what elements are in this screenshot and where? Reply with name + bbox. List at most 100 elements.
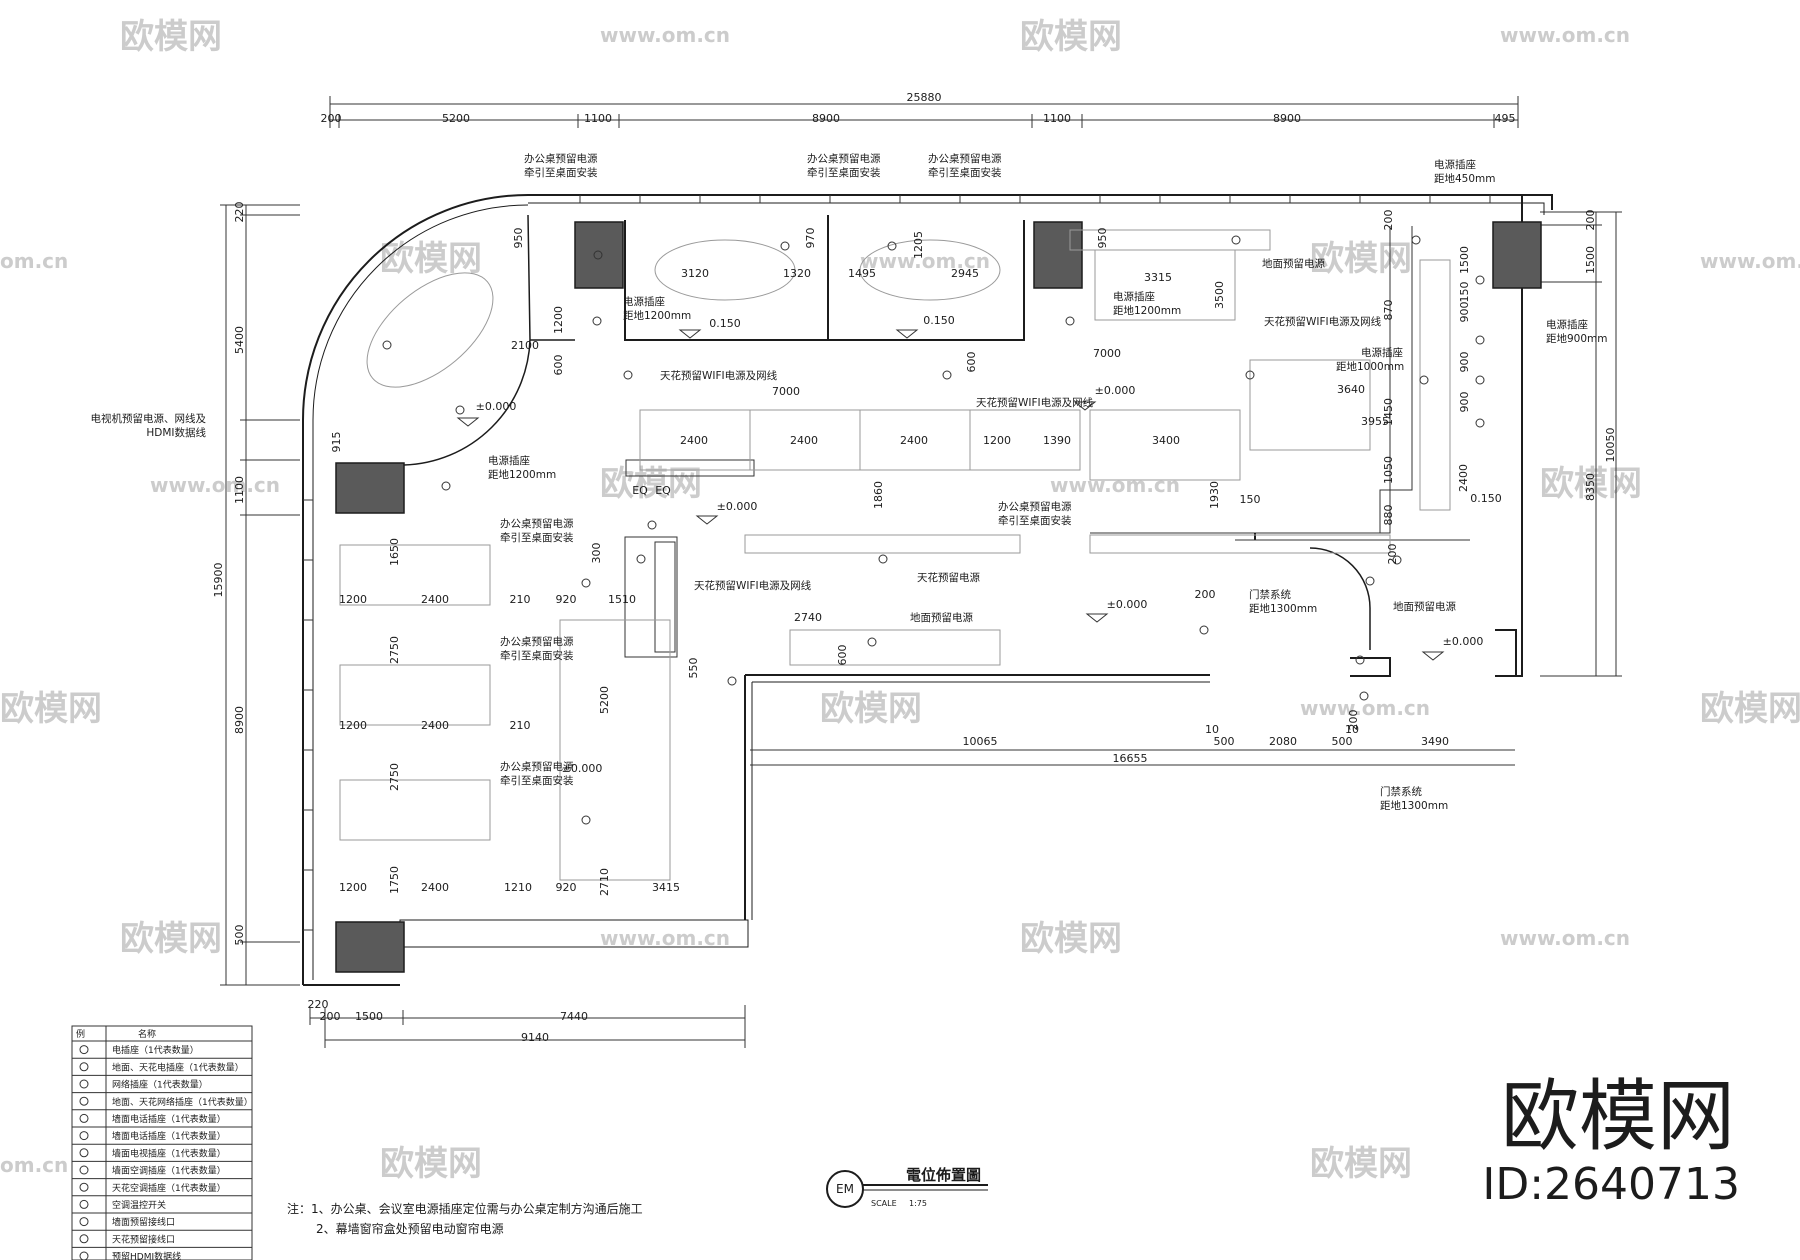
desk-power-note: 办公桌预留电源 (807, 152, 881, 165)
watermark-brand: 欧模网 (820, 689, 922, 729)
watermark-brand: 欧模网 (1020, 919, 1122, 959)
dim-inner: 3955 (1361, 415, 1389, 428)
desk-power-note: 办公桌预留电源 (998, 500, 1072, 513)
socket-note: 距地900mm (1546, 332, 1608, 345)
bottom-dimensions: 220 200 1500 7440 9140 (308, 998, 746, 1048)
dim-top-seg: 1100 (584, 112, 612, 125)
dim-left-seg: 500 (233, 925, 246, 946)
dim-bottom-seg: 1500 (355, 1010, 383, 1023)
dim-inner: 2400 (421, 719, 449, 732)
legend-symbol-icon (79, 1096, 89, 1106)
socket-note: 电源插座 (1434, 158, 1476, 171)
level-mark: ±0.000 (1107, 598, 1148, 611)
watermark-brand: 欧模网 (1310, 1144, 1412, 1184)
desk-power-note: 牵引至桌面安装 (807, 166, 881, 179)
dim-inner: 1450 (1382, 398, 1395, 426)
floor-power-note: 地面预留电源 (910, 611, 973, 624)
dim-inner: 7000 (1093, 347, 1121, 360)
legend-symbol-icon (79, 1131, 89, 1141)
dim-inner: 300 (590, 543, 603, 564)
dim-inner: 2080 (1269, 735, 1297, 748)
dim-inner: 7000 (772, 385, 800, 398)
dim-inner: 3500 (1213, 281, 1226, 309)
desk-power-note: 牵引至桌面安装 (524, 166, 598, 179)
dim-inner: 2100 (511, 339, 539, 352)
watermark-url: www.om.cn (1500, 926, 1630, 950)
wifi-note: 天花预留WIFI电源及网线 (976, 396, 1094, 409)
legend-symbol-icon (79, 1148, 89, 1158)
dim-inner: 3415 (652, 881, 680, 894)
dim-inner: 1750 (388, 866, 401, 894)
legend-row-label: 墙面电话插座（1代表数量） (112, 1113, 226, 1125)
dim-bottom-seg: 200 (320, 1010, 341, 1023)
notes: 注：1、办公桌、会议室电源插座定位需与办公桌定制方沟通后施工 2、幕墙窗帘盒处预… (287, 1201, 643, 1236)
dim-inner: 1200 (552, 306, 565, 334)
dim-inner: 1650 (388, 538, 401, 566)
legend-header: 名称 (138, 1028, 156, 1040)
eq-mark: EQ (632, 484, 648, 497)
scale-label: SCALE (871, 1199, 897, 1208)
legend-row-label: 电插座（1代表数量） (112, 1044, 199, 1056)
legend-row-label: 网络插座（1代表数量） (112, 1079, 208, 1091)
dim-inner: 920 (556, 881, 577, 894)
dim-right-seg: 8350 (1584, 473, 1597, 501)
legend-row-label: 天花空调插座（1代表数量） (112, 1182, 226, 1194)
watermark-brand: 欧模网 (1310, 239, 1412, 279)
tv-power-note: 电视机预留电源、网线及 (91, 412, 207, 425)
dim-top-seg: 8900 (812, 112, 840, 125)
desk-power-note: 牵引至桌面安装 (500, 531, 574, 544)
legend-row-label: 空调温控开关 (112, 1199, 166, 1211)
watermark-brand: 欧模网 (120, 919, 222, 959)
legend-symbol-icon (79, 1199, 89, 1209)
dim-top-seg: 1100 (1043, 112, 1071, 125)
dim-inner: 10065 (963, 735, 998, 748)
dim-inner: 600 (836, 645, 849, 666)
dim-inner: 1050 (1382, 456, 1395, 484)
dim-inner: 2400 (1457, 464, 1470, 492)
dim-inner: 3315 (1144, 271, 1172, 284)
slab-level: 0.150 (923, 314, 955, 327)
dim-inner: 920 (556, 593, 577, 606)
dim-inner: 150 (1240, 493, 1261, 506)
wifi-note: 天花预留WIFI电源及网线 (660, 369, 778, 382)
dim-inner: 600 (965, 352, 978, 373)
wifi-note: 天花预留WIFI电源及网线 (694, 579, 812, 592)
access-note: 距地1300mm (1249, 602, 1317, 615)
legend-symbol-icon (79, 1217, 89, 1227)
dim-left-seg: 220 (233, 202, 246, 223)
note-line: 注：1、办公桌、会议室电源插座定位需与办公桌定制方沟通后施工 (287, 1201, 643, 1216)
dim-inner: 150 (1458, 282, 1471, 303)
socket-note: 电源插座 (488, 454, 530, 467)
legend-row-label: 墙面电话插座（1代表数量） (112, 1130, 226, 1142)
watermark-brand: 欧模网 (1700, 689, 1800, 729)
watermark-url: www.om.cn (600, 23, 730, 47)
floor-power-note: 地面预留电源 (1393, 600, 1456, 613)
desk-power-note: 办公桌预留电源 (500, 760, 574, 773)
legend-header: 例 (76, 1028, 85, 1040)
dim-top-seg: 5200 (442, 112, 470, 125)
desk-power-note: 牵引至桌面安装 (500, 774, 574, 787)
dim-inner: 1200 (339, 593, 367, 606)
legend-row-label: 预留HDMI数据线 (112, 1251, 181, 1260)
dim-inner: 1390 (1043, 434, 1071, 447)
dim-inner: 1860 (872, 481, 885, 509)
floor-power-note: 地面预留电源 (1262, 257, 1325, 270)
legend-row-label: 墙面电视插座（1代表数量） (112, 1147, 226, 1159)
left-dimensions: 220 5400 915 1100 8900 500 15900 (212, 202, 343, 986)
desk-power-note: 办公桌预留电源 (928, 152, 1002, 165)
columns (335, 221, 1542, 973)
dim-left-seg: 5400 (233, 326, 246, 354)
note-line: 2、幕墙窗帘盒处预留电动窗帘电源 (316, 1221, 504, 1236)
legend-row-label: 天花预留接线口 (112, 1233, 175, 1245)
dim-inner: 880 (1382, 505, 1395, 526)
desk-power-note: 牵引至桌面安装 (998, 514, 1072, 527)
title-tag: EM (836, 1182, 854, 1196)
title-block: EM 電位佈置圖 SCALE 1:75 (826, 1166, 988, 1208)
dim-inner: 1495 (848, 267, 876, 280)
legend-row-label: 墙面预留接线口 (112, 1216, 175, 1228)
building-walls (302, 194, 1553, 986)
dim-inner: 900 (1458, 352, 1471, 373)
dim-top-total: 25880 (907, 91, 942, 104)
top-dimensions: 25880 200 5200 1100 8900 1100 8900 495 (321, 91, 1519, 128)
brand-mark: 欧模网 ID:2640713 (1482, 1072, 1740, 1210)
